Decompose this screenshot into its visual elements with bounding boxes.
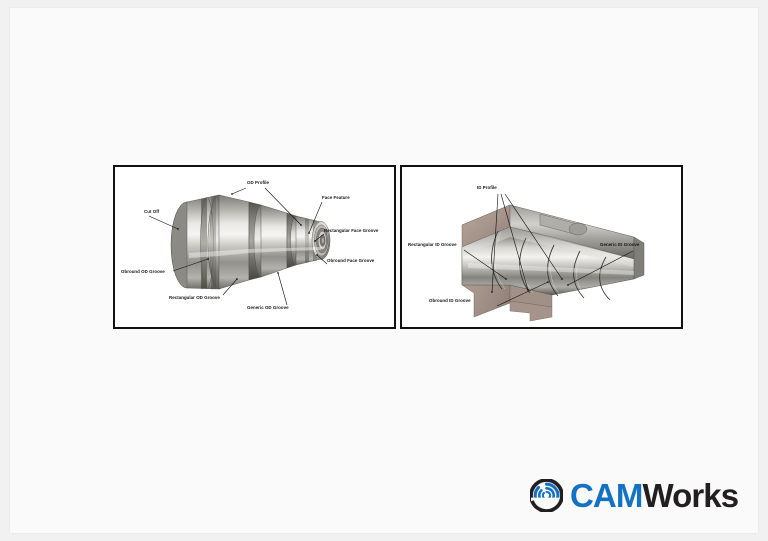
callout-cut-off: Cut Off — [144, 209, 160, 214]
callout-face-feature: Face Feature — [322, 195, 350, 200]
callout-generic-id-groove: Generic ID Groove — [600, 242, 640, 247]
od-model-stage — [115, 167, 394, 327]
callout-rectangular-face-groove: Rectangular Face Groove — [324, 228, 379, 233]
callout-rectangular-od-groove: Rectangular OD Groove — [169, 295, 220, 300]
od-leader-arrowheads — [177, 193, 318, 280]
callout-rectangular-id-groove: Rectangular ID Groove — [408, 242, 457, 247]
od-model-svg — [148, 187, 331, 306]
id-model-stage — [402, 167, 681, 327]
logo-text-cam: CAM — [570, 476, 643, 514]
callout-od-profile: OD Profile — [247, 180, 269, 185]
camworks-wordmark: CAMWorks — [570, 476, 739, 514]
od-leader-lines — [148, 187, 328, 306]
callout-obround-face-groove: Obround Face Groove — [327, 258, 375, 263]
page-sheet: OD Profile Cut Off Face Feature Rectangu… — [10, 8, 758, 533]
callout-obround-od-groove: Obround OD Groove — [121, 269, 165, 274]
figure-id-features: ID Profile Rectangular ID Groove Generic… — [400, 165, 683, 329]
id-leader-lines — [463, 193, 634, 307]
od-part-body — [170, 194, 331, 290]
callout-id-profile: ID Profile — [477, 185, 497, 190]
logo-text-works: Works — [642, 476, 739, 514]
callout-obround-id-groove: Obround ID Groove — [429, 298, 471, 303]
callout-generic-od-groove: Generic OD Groove — [247, 305, 289, 310]
camworks-logo: CAMWorks — [530, 475, 752, 515]
id-model-svg — [461, 193, 645, 322]
id-leader-arrowheads — [491, 278, 569, 293]
id-part-body — [461, 204, 645, 322]
figure-od-features: OD Profile Cut Off Face Feature Rectangu… — [113, 165, 396, 329]
camworks-spiral-mark-icon — [530, 478, 563, 512]
